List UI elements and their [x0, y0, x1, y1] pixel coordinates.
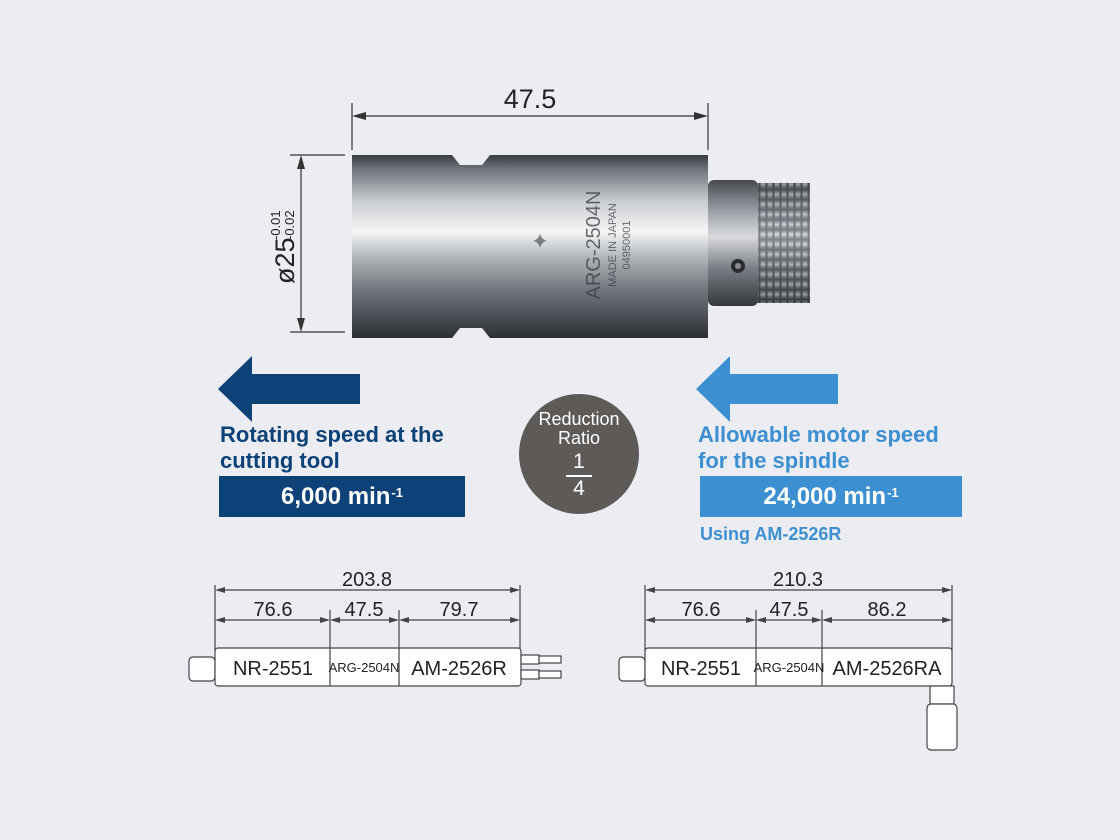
left-seg2-value: 47.5: [345, 599, 384, 621]
svg-text:ARG-2504N: ARG-2504N: [583, 191, 605, 300]
assembly-diagrams: 203.8 76.6 47.5 79.7 NR-2551 ARG-2504N A…: [188, 569, 958, 751]
length-value: 47.5: [504, 84, 557, 114]
ratio-numerator: 1: [573, 450, 585, 473]
left-total-value: 203.8: [342, 569, 392, 591]
spindle-neck: [708, 180, 758, 306]
ratio-title: Reduction Ratio: [538, 409, 620, 448]
ratio-denominator: 4: [573, 477, 585, 500]
svg-text:MADE IN JAPAN: MADE IN JAPAN: [607, 203, 619, 287]
cutting-tool-speed-value: 6,000 min-1: [219, 476, 465, 517]
reduction-ratio-badge: Reduction Ratio 1 4: [519, 394, 639, 514]
arrow-left-light-icon: [696, 356, 838, 422]
right-seg1-value: 76.6: [682, 599, 721, 621]
diameter-label: ø25 -0.01 -0.02: [268, 210, 300, 284]
spindle-body: [352, 155, 708, 338]
left-part-nr: NR-2551: [233, 658, 313, 680]
arrow-left-icon: [218, 356, 360, 422]
right-total-value: 210.3: [773, 569, 823, 591]
motor-speed-value: 24,000 min-1: [700, 476, 962, 517]
right-seg2-value: 47.5: [770, 599, 809, 621]
brand-logo-icon: ✦: [528, 232, 553, 250]
body-engraving: ARG-2504N MADE IN JAPAN 04950001: [583, 191, 633, 300]
motor-speed-label: Allowable motor speed for the spindle: [698, 422, 939, 473]
cutting-tool-speed-label: Rotating speed at the cutting tool: [220, 422, 444, 473]
svg-text:04950001: 04950001: [621, 221, 633, 270]
motor-note: Using AM-2526R: [700, 524, 842, 544]
right-seg3-value: 86.2: [868, 599, 907, 621]
right-assembly-outline: [644, 647, 953, 687]
left-assembly-outline: [214, 647, 522, 687]
left-seg1-value: 76.6: [254, 599, 293, 621]
right-part-am: AM-2526RA: [833, 658, 943, 680]
tolerance-lower: -0.02: [282, 210, 297, 240]
product-drawing: ARG-2504N MADE IN JAPAN 04950001 ✦ 47.5 …: [268, 84, 810, 338]
left-part-am: AM-2526R: [411, 658, 507, 680]
right-part-arg: ARG-2504N: [754, 660, 825, 675]
left-part-arg: ARG-2504N: [329, 660, 400, 675]
tolerance-upper: -0.01: [268, 210, 283, 240]
left-seg3-value: 79.7: [440, 599, 479, 621]
ratio-fraction-bar: [566, 475, 592, 477]
svg-text:ø25: ø25: [270, 237, 300, 284]
right-part-nr: NR-2551: [661, 658, 741, 680]
